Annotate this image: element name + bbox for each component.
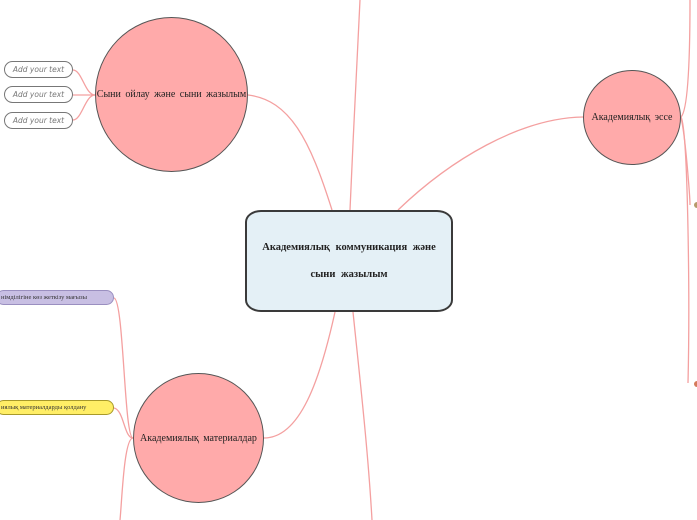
placeholder-node[interactable]: Add your text — [4, 112, 73, 129]
topic-academic-essay-label: Академиялық эссе — [591, 112, 673, 123]
central-topic-line1: Академиялық коммуникация және — [262, 242, 436, 253]
offscreen-node-dot — [694, 202, 697, 208]
materials-subtopic[interactable]: німділігіне көз жеткізу мағызы — [0, 290, 114, 305]
central-topic[interactable]: Академиялық коммуникация және сыни жазыл… — [245, 210, 453, 312]
topic-academic-materials-label: Академиялық материалдар — [140, 432, 257, 444]
topic-critical-thinking-label: Сыни ойлау және сыни жазылым — [96, 89, 247, 100]
topic-academic-materials[interactable]: Академиялық материалдар — [133, 373, 264, 503]
topic-academic-essay[interactable]: Академиялық эссе — [583, 70, 681, 165]
placeholder-node[interactable]: Add your text — [4, 86, 73, 103]
topic-critical-thinking[interactable]: Сыни ойлау және сыни жазылым — [95, 17, 248, 172]
materials-subtopic[interactable]: иялық материалдарды қолдану — [0, 400, 114, 415]
placeholder-node[interactable]: Add your text — [4, 61, 73, 78]
central-topic-line2: сыни жазылым — [310, 269, 388, 280]
offscreen-node-dot — [694, 381, 697, 387]
